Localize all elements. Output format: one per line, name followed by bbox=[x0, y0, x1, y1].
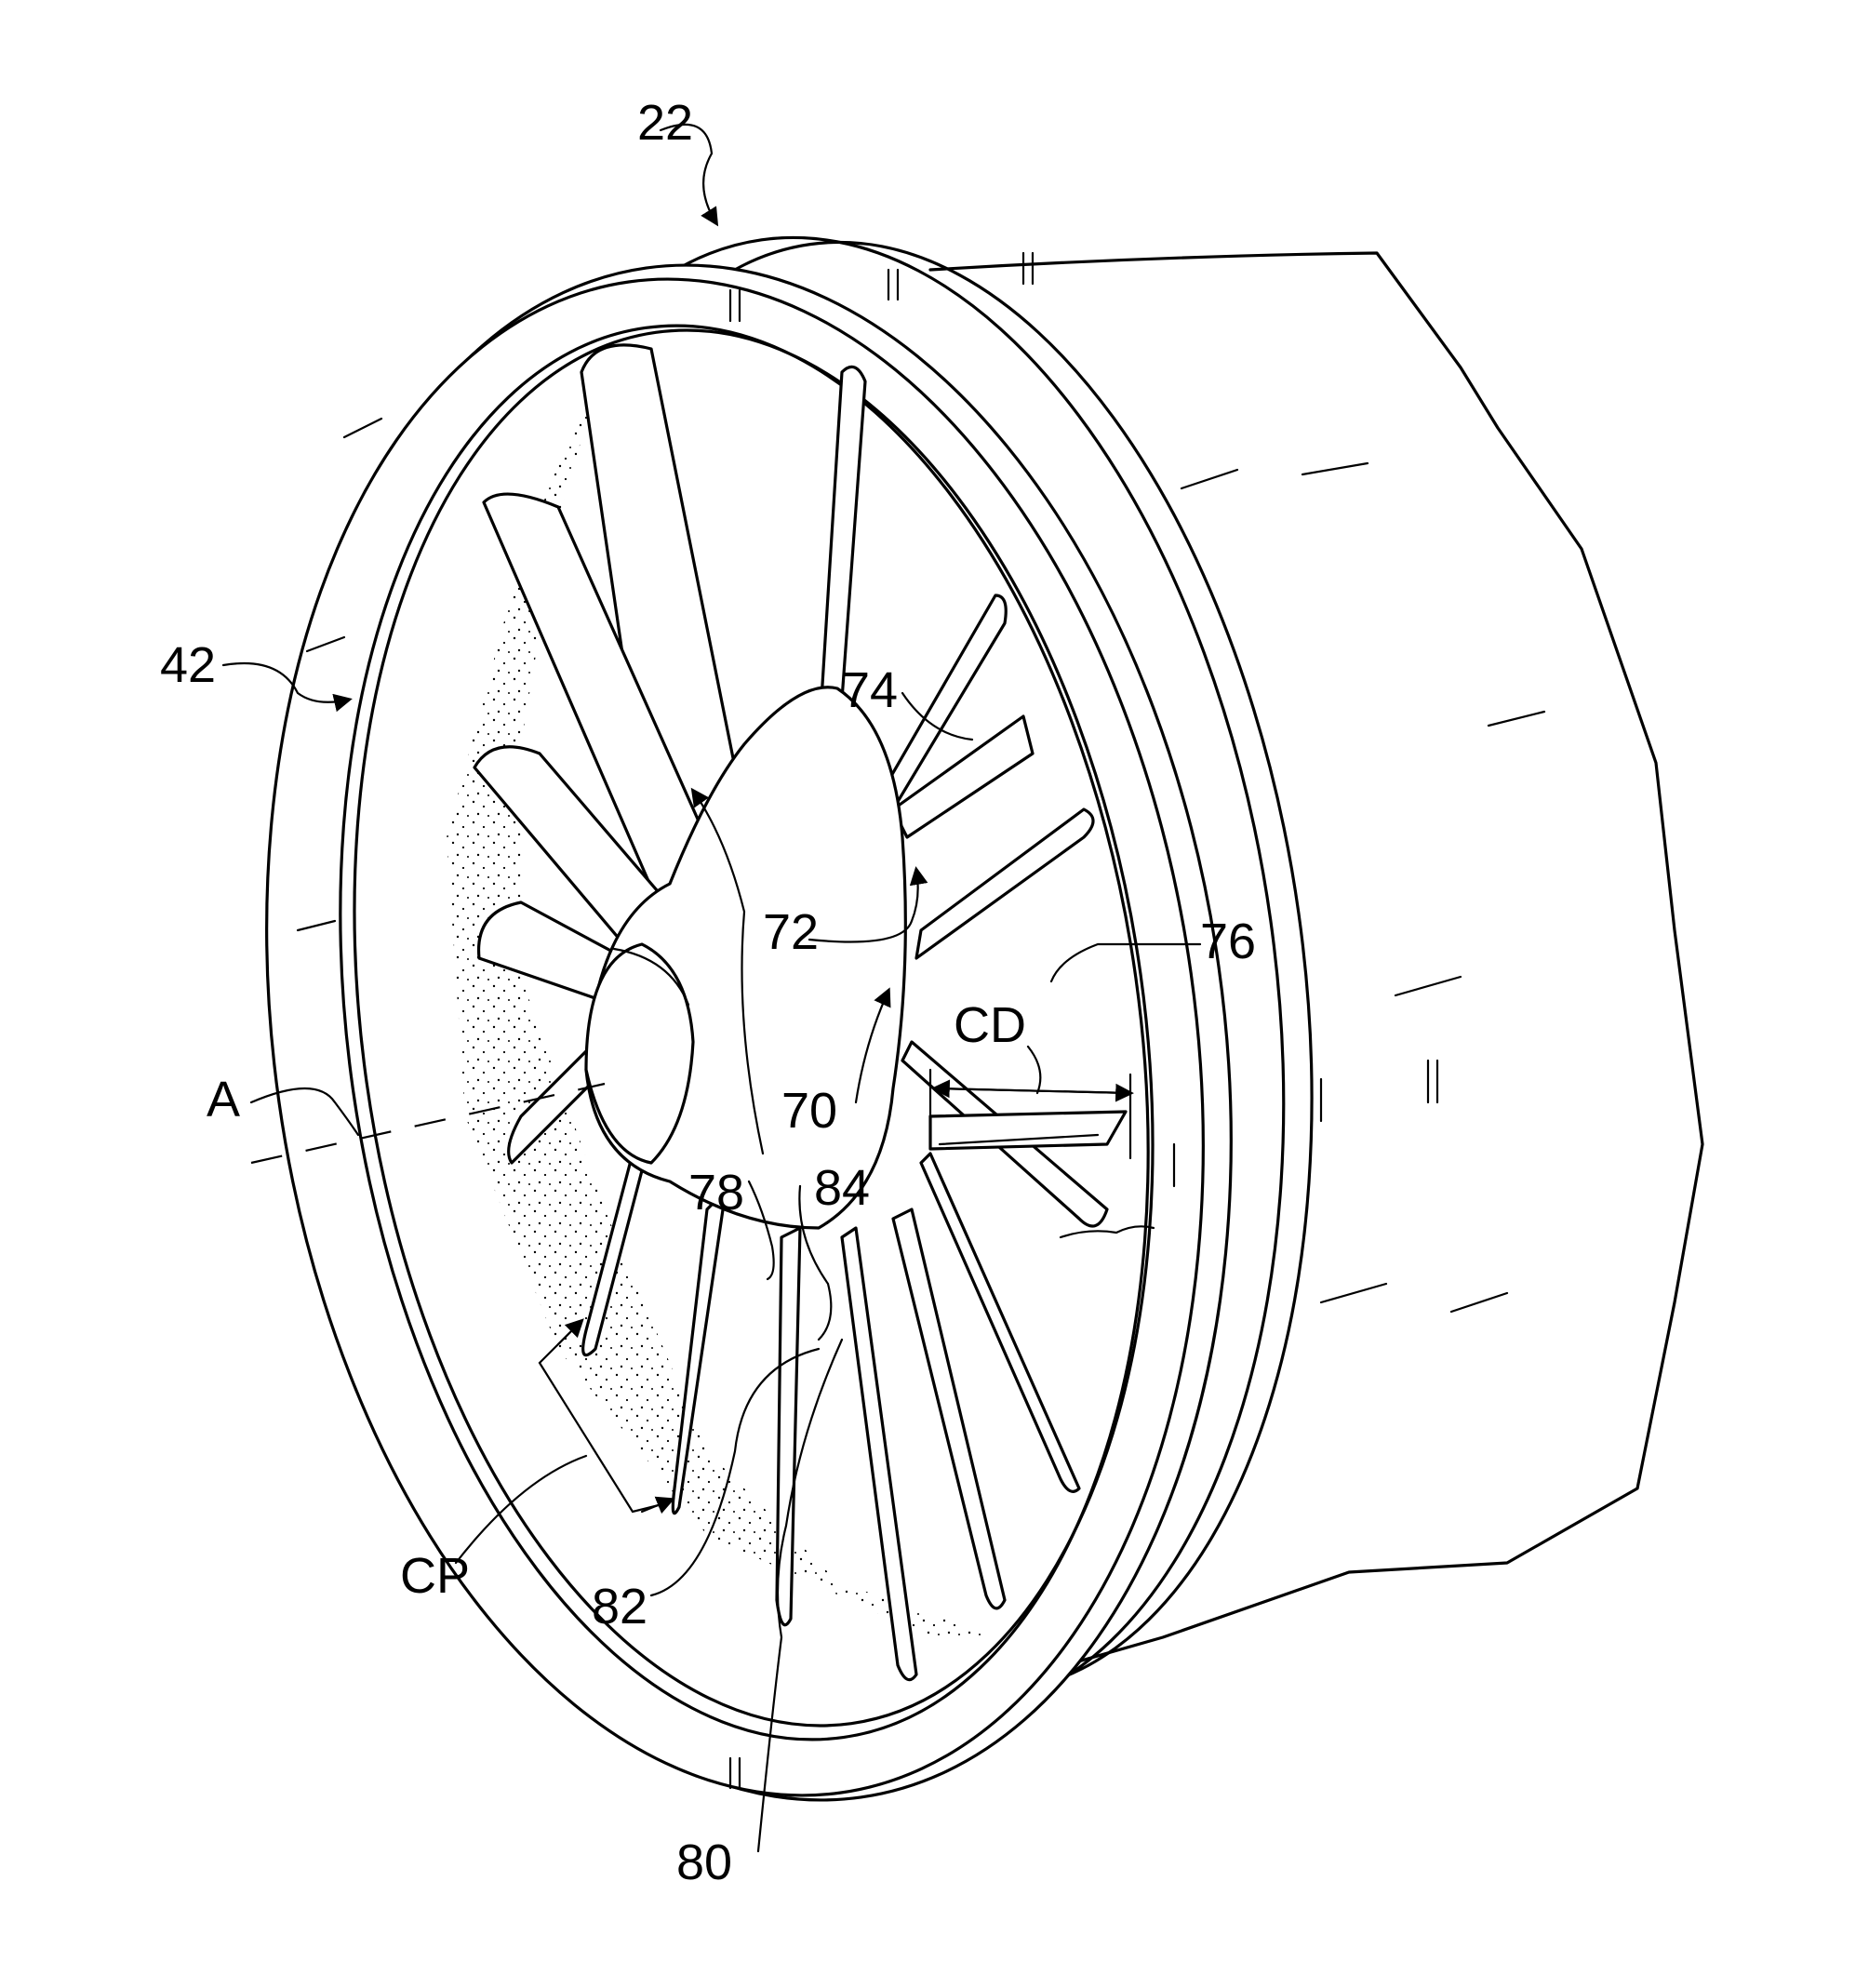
label-70: 70 bbox=[781, 1083, 837, 1139]
label-a: A bbox=[207, 1072, 240, 1127]
label-72: 72 bbox=[763, 904, 819, 960]
label-cp: CP bbox=[400, 1548, 470, 1604]
label-78: 78 bbox=[688, 1165, 744, 1221]
label-42: 42 bbox=[160, 637, 216, 693]
label-82: 82 bbox=[592, 1579, 647, 1634]
label-22: 22 bbox=[637, 95, 693, 151]
label-74: 74 bbox=[842, 662, 898, 718]
label-cd: CD bbox=[954, 997, 1026, 1053]
label-80: 80 bbox=[676, 1835, 732, 1890]
label-76: 76 bbox=[1200, 914, 1256, 969]
label-84: 84 bbox=[814, 1160, 870, 1216]
